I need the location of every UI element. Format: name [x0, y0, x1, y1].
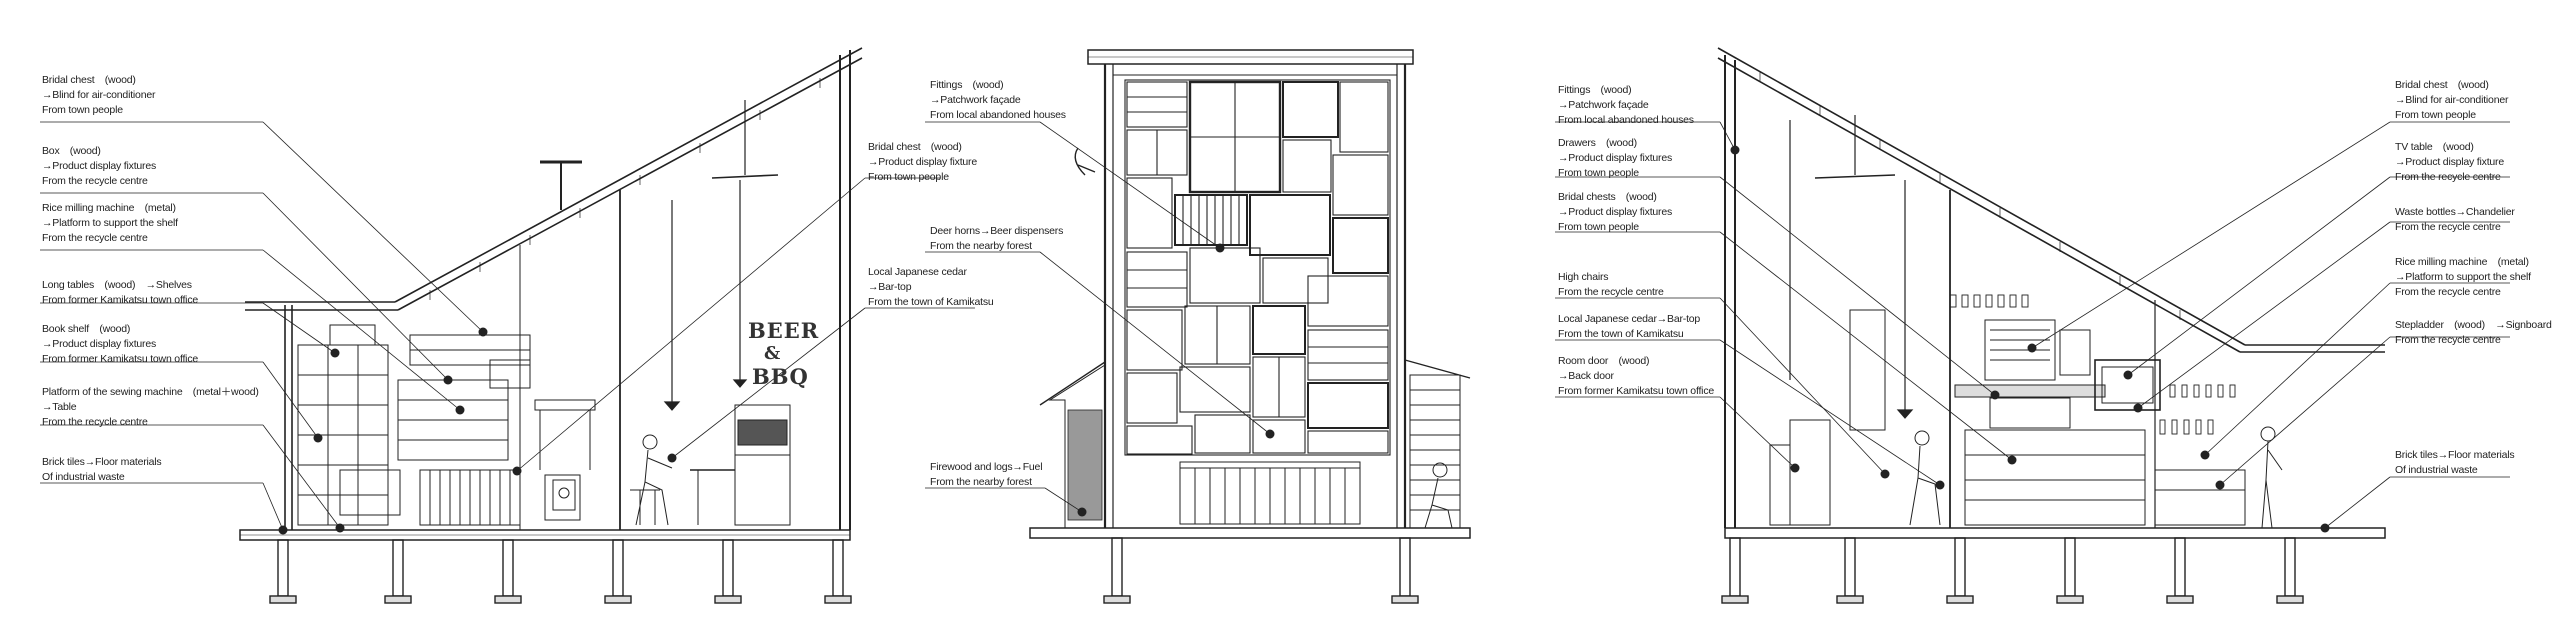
- left-shelving: [297, 324, 596, 526]
- annotation: Bridal chest (wood) →Blind for air-condi…: [42, 74, 156, 116]
- annotation: Drawers (wood) →Product display fixtures…: [1558, 137, 1673, 179]
- right-roof: [1717, 47, 2385, 528]
- middle-left-shed: [1039, 361, 1106, 529]
- left-seated-person: [630, 434, 673, 526]
- annotation: Local Japanese cedar→Bar-top From the to…: [1558, 313, 1701, 340]
- middle-leader-lines: [925, 121, 1271, 513]
- left-leader-lines: [40, 121, 975, 531]
- annotation: Waste bottles→Chandelier From the recycl…: [2395, 206, 2515, 233]
- annotation: TV table (wood) →Product display fixture…: [2395, 141, 2504, 183]
- middle-seated-person: [1424, 462, 1453, 529]
- annotation: Bridal chests (wood) →Product display fi…: [1558, 191, 1673, 233]
- sign-line-3: BBQ: [752, 364, 809, 389]
- annotation: Bridal chest (wood) →Product display fix…: [868, 141, 977, 183]
- annotation: Deer horns→Beer dispensers From the near…: [930, 225, 1064, 252]
- middle-section-drawing: [925, 49, 1471, 604]
- right-display-fixtures: [1769, 309, 2246, 526]
- right-bottles: [1949, 294, 2236, 435]
- right-standing-person: [2260, 426, 2283, 529]
- annotation: Book shelf (wood) →Product display fixtu…: [42, 323, 199, 365]
- left-section-drawing: [40, 47, 975, 604]
- annotation: Platform of the sewing machine (metal＋wo…: [42, 386, 259, 428]
- right-section-drawing: [1555, 47, 2510, 604]
- middle-bar-counter: [1179, 461, 1361, 525]
- patchwork-facade: [1124, 79, 1391, 456]
- annotation: Brick tiles→Floor materials Of industria…: [42, 456, 162, 483]
- annotation: Long tables (wood) →Shelves From former …: [42, 279, 199, 306]
- annotation: Room door (wood) →Back door From former …: [1558, 355, 1715, 397]
- annotation: Firewood and logs→Fuel From the nearby f…: [930, 461, 1043, 488]
- left-foundation-piles: [269, 539, 852, 604]
- annotation: Rice milling machine (metal) →Platform t…: [2395, 256, 2531, 298]
- deer-horn-icon: [1074, 147, 1096, 176]
- right-leader-lines: [1555, 121, 2510, 529]
- annotation: Fittings (wood) →Patchwork façade From l…: [930, 79, 1066, 121]
- annotation: Bridal chest (wood) →Blind for air-condi…: [2395, 79, 2509, 121]
- left-bar-counter: [690, 404, 791, 526]
- annotation: Local Japanese cedar →Bar-top From the t…: [868, 266, 994, 308]
- right-seated-person: [1909, 430, 1941, 526]
- beer-bbq-sign: BEER & BBQ: [748, 318, 819, 389]
- sign-line-1: BEER: [748, 318, 820, 343]
- annotation: Brick tiles→Floor materials Of industria…: [2395, 449, 2515, 476]
- annotation: Rice milling machine (metal) →Platform t…: [42, 202, 178, 244]
- middle-tower-frame: [1087, 49, 1414, 528]
- annotation: Box (wood) →Product display fixtures Fro…: [42, 145, 157, 187]
- left-roof: [245, 47, 863, 530]
- annotation: Stepladder (wood) →Signboard From the re…: [2395, 319, 2552, 346]
- left-leader-dots: [278, 327, 677, 535]
- middle-right-shed: [1404, 359, 1471, 529]
- sign-line-2: &: [764, 343, 782, 364]
- annotation: Fittings (wood) →Patchwork façade From l…: [1558, 84, 1694, 126]
- annotation: High chairs From the recycle centre: [1558, 271, 1664, 298]
